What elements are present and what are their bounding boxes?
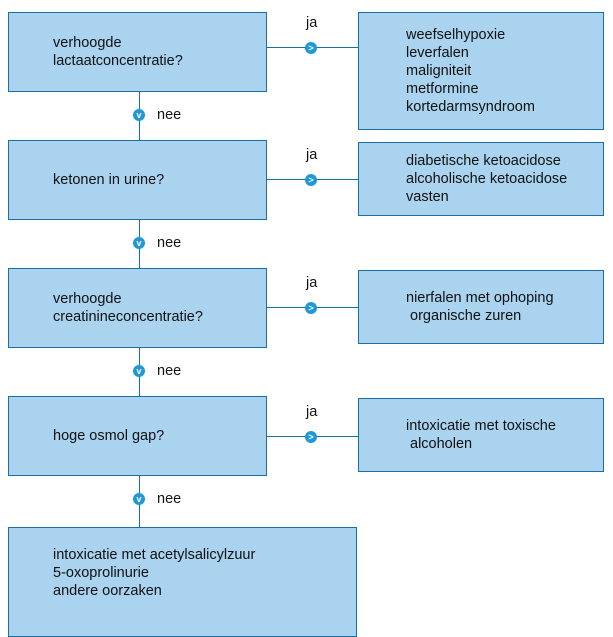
no-label-1: nee bbox=[157, 107, 182, 123]
answer-text-4: intoxicatie met toxische alcoholen bbox=[406, 418, 556, 452]
question-box-1: verhoogde lactaatconcentratie? bbox=[8, 12, 267, 92]
no-label-2: nee bbox=[157, 235, 182, 251]
chevron-down-icon: v bbox=[133, 109, 145, 121]
yes-label-2: ja bbox=[306, 147, 318, 163]
answer-box-1: weefselhypoxie leverfalen maligniteit me… bbox=[358, 12, 604, 130]
no-label-4: nee bbox=[157, 491, 182, 507]
chevron-down-icon: v bbox=[133, 493, 145, 505]
chevron-right-icon: > bbox=[305, 431, 317, 443]
chevron-right-icon: > bbox=[305, 174, 317, 186]
chevron-down-icon: v bbox=[133, 237, 145, 249]
answer-box-3: nierfalen met ophoping organische zuren bbox=[358, 270, 604, 344]
yes-label-3: ja bbox=[306, 275, 318, 291]
no-label-3: nee bbox=[157, 363, 182, 379]
question-box-4: hoge osmol gap? bbox=[8, 396, 267, 476]
answer-text-2: diabetische ketoacidose alcoholische ket… bbox=[406, 153, 568, 205]
question-text-4: hoge osmol gap? bbox=[53, 428, 165, 444]
question-text-3: verhoogde creatinineconcentratie? bbox=[53, 291, 203, 325]
question-box-2: ketonen in urine? bbox=[8, 140, 267, 220]
yes-label-1: ja bbox=[306, 15, 318, 31]
chevron-down-icon: v bbox=[133, 365, 145, 377]
answer-box-2: diabetische ketoacidose alcoholische ket… bbox=[358, 142, 604, 216]
question-text-2: ketonen in urine? bbox=[53, 172, 165, 188]
question-text-1: verhoogde lactaatconcentratie? bbox=[53, 35, 183, 69]
chevron-right-icon: > bbox=[305, 302, 317, 314]
final-result-box: intoxicatie met acetylsalicylzuur 5-oxop… bbox=[8, 527, 357, 637]
answer-text-1: weefselhypoxie leverfalen maligniteit me… bbox=[406, 27, 535, 115]
answer-box-4: intoxicatie met toxische alcoholen bbox=[358, 398, 604, 472]
yes-label-4: ja bbox=[306, 404, 318, 420]
question-box-3: verhoogde creatinineconcentratie? bbox=[8, 268, 267, 348]
chevron-right-icon: > bbox=[305, 42, 317, 54]
answer-text-3: nierfalen met ophoping organische zuren bbox=[406, 290, 554, 324]
final-result-text: intoxicatie met acetylsalicylzuur 5-oxop… bbox=[53, 547, 256, 599]
